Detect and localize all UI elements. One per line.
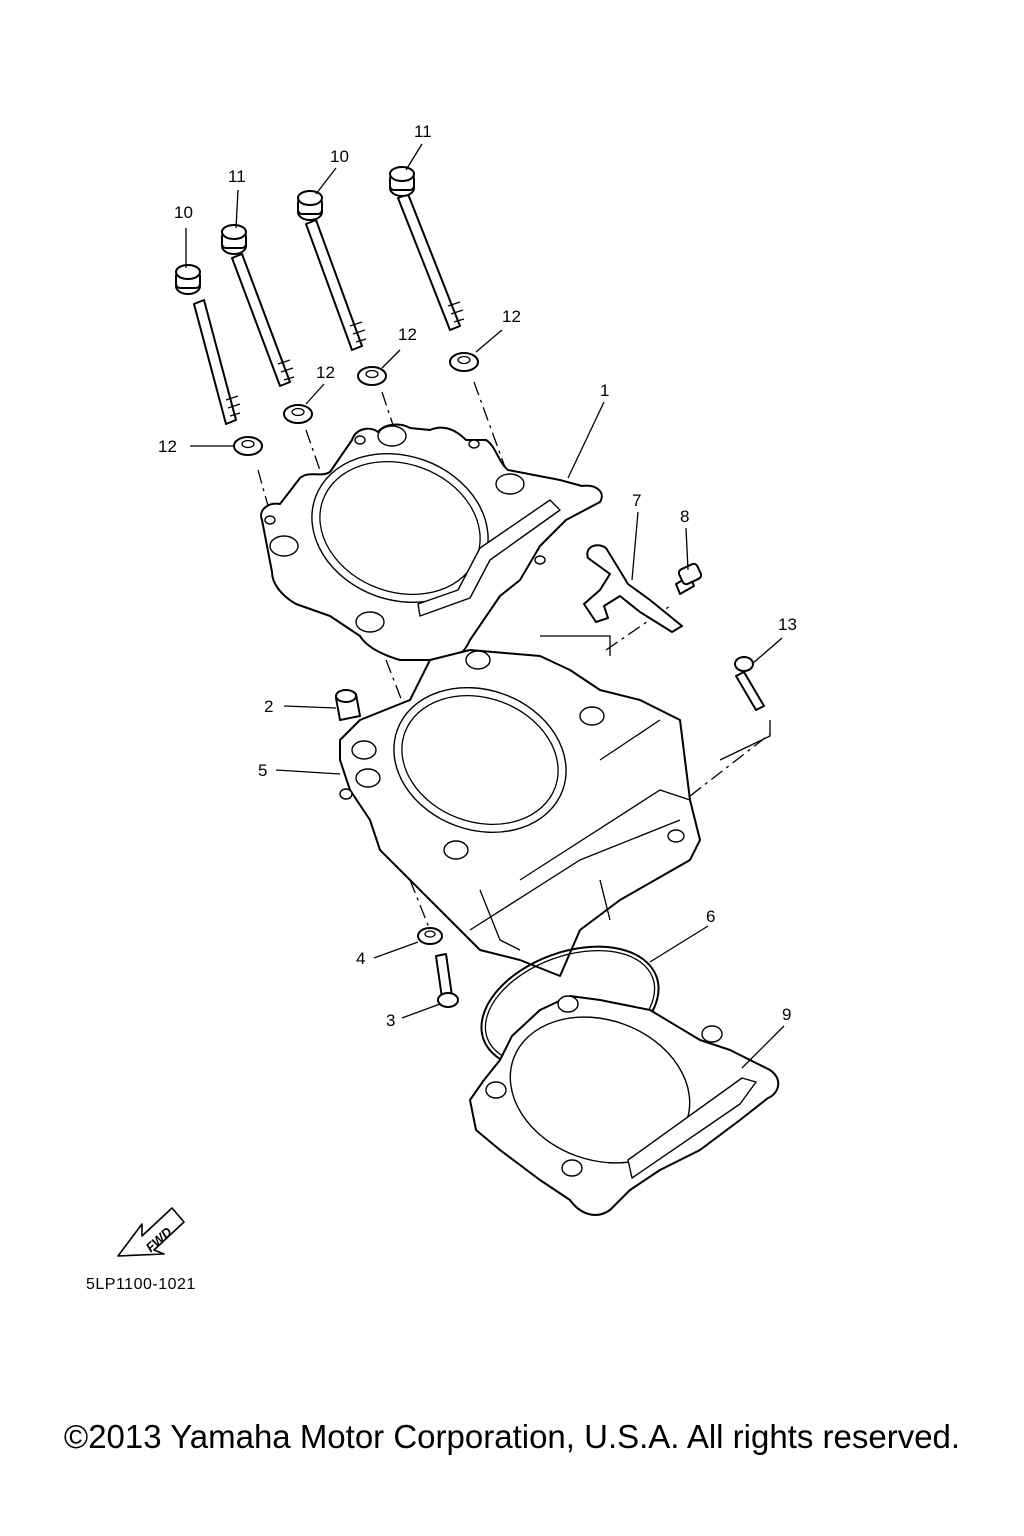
cylinder-head-gasket [260, 423, 603, 663]
callout-12: 12 [502, 307, 521, 326]
bolt-8 [675, 562, 703, 595]
bolt-11-left [221, 224, 295, 387]
callout-4: 4 [356, 949, 365, 968]
cylinder-base-gasket [469, 995, 780, 1216]
bolt-10-left [175, 264, 241, 425]
bracket-7 [583, 544, 683, 633]
callout-8: 8 [680, 507, 689, 526]
callout-13: 13 [778, 615, 797, 634]
cylinder-block [339, 649, 701, 977]
callout-12: 12 [398, 325, 417, 344]
bolt-10-right [297, 190, 367, 351]
callout-2: 2 [264, 697, 273, 716]
diagram-code: 5LP1100-1021 [86, 1276, 196, 1293]
callout-9: 9 [782, 1005, 791, 1024]
callout-3: 3 [386, 1011, 395, 1030]
callout-1: 1 [600, 381, 609, 400]
washer-12-d [449, 352, 479, 372]
callout-11: 11 [228, 167, 246, 186]
callout-6: 6 [706, 907, 715, 926]
callout-12: 12 [316, 363, 335, 382]
bolt-3 [435, 953, 459, 1008]
callout-10: 10 [330, 147, 349, 166]
washer-12-c [357, 366, 387, 386]
bolt-11-right [389, 166, 465, 331]
callout-11: 11 [414, 122, 432, 141]
callout-7: 7 [632, 491, 641, 510]
callout-10: 10 [174, 203, 193, 222]
leader-lines [185, 143, 785, 1069]
bolt-13 [734, 656, 765, 711]
washer-4 [417, 927, 443, 945]
fwd-arrow-icon: FWD [117, 1207, 185, 1257]
callout-5: 5 [258, 761, 267, 780]
copyright-notice: ©2013 Yamaha Motor Corporation, U.S.A. A… [63, 1418, 961, 1455]
callout-numbers: 10 11 10 11 12 12 12 12 1 7 8 13 2 5 6 4… [158, 122, 797, 1030]
dowel-pin-2 [335, 689, 361, 721]
washer-12-a [233, 436, 263, 456]
callout-12: 12 [158, 437, 177, 456]
washer-12-b [283, 404, 313, 424]
